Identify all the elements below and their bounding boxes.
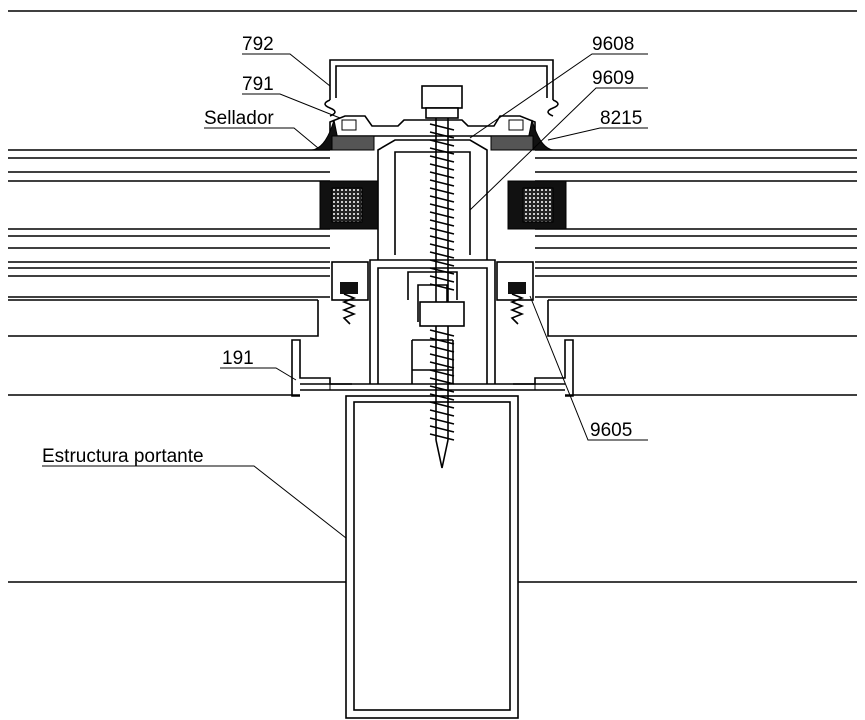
label-191: 191 xyxy=(222,348,254,369)
label-sellador: Sellador xyxy=(204,108,274,129)
label-8215: 8215 xyxy=(600,108,642,129)
label-9605: 9605 xyxy=(590,420,632,441)
clip-screw-right-9605 xyxy=(496,261,534,325)
gasket-left-8215 xyxy=(331,135,375,151)
left-glazing-panel xyxy=(8,149,330,396)
annotation-labels: 792 791 Sellador 9608 9609 8215 191 9605… xyxy=(42,34,642,467)
label-estructura-portante: Estructura portante xyxy=(42,446,204,467)
support-structure xyxy=(8,395,857,719)
label-792: 792 xyxy=(242,34,274,55)
spacer-block-left xyxy=(319,180,379,230)
spacer-block-right xyxy=(507,180,567,230)
label-9608: 9608 xyxy=(592,34,634,55)
cover-cap-792 xyxy=(324,59,559,117)
gasket-right-8215 xyxy=(490,135,534,151)
clip-screw-left-9605 xyxy=(331,261,369,325)
leader-lines xyxy=(42,53,648,539)
label-9609: 9609 xyxy=(592,68,634,89)
main-screw-9608 xyxy=(421,85,463,469)
nut-washer-9609 xyxy=(419,301,465,327)
label-791: 791 xyxy=(242,74,274,95)
right-glazing-panel xyxy=(535,149,857,396)
